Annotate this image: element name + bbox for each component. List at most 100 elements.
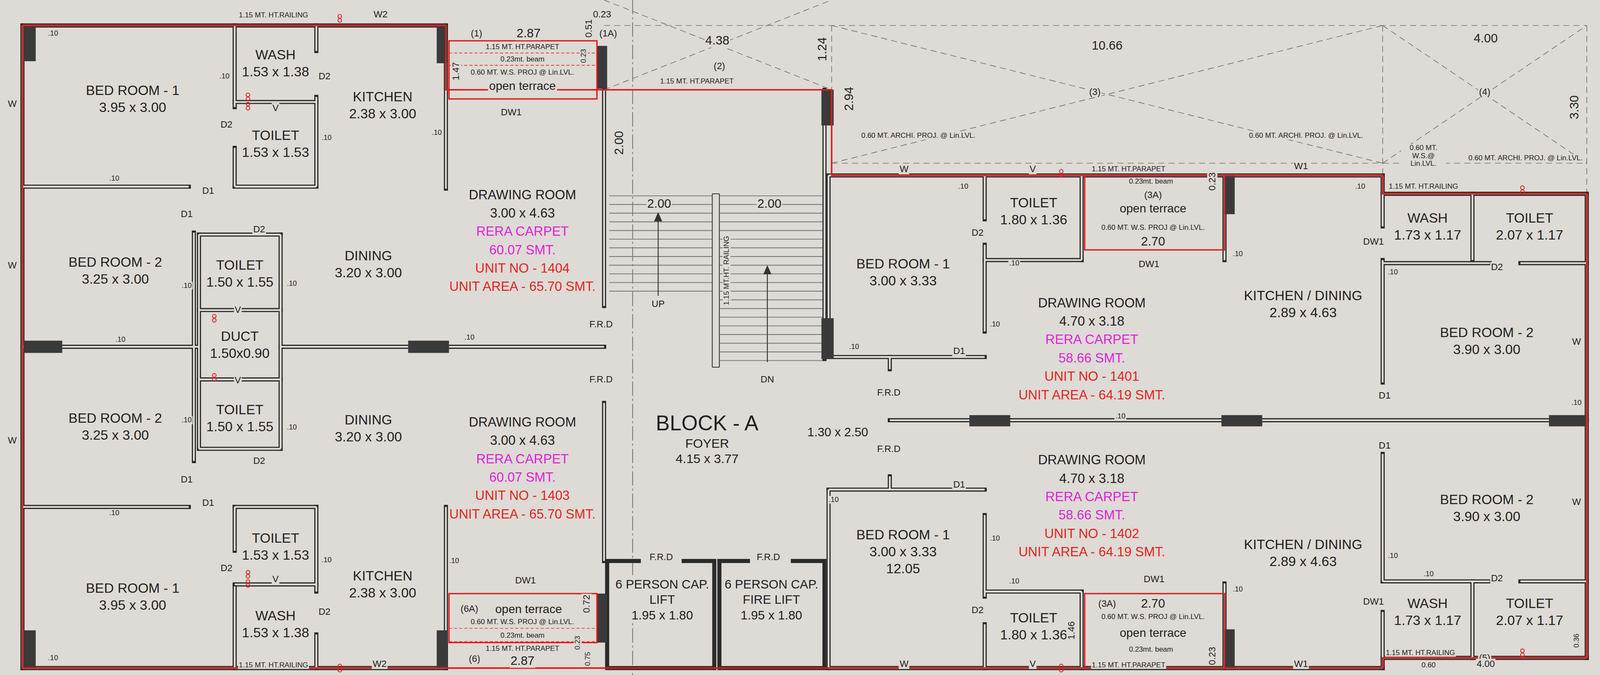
structural-column bbox=[408, 340, 449, 353]
plan-annotation: 1.15 MT. HT.RAILING bbox=[1384, 648, 1456, 658]
projection-guide bbox=[604, 0, 832, 90]
plan-annotation: V bbox=[233, 375, 242, 386]
dimension-label: 2.87 bbox=[509, 654, 535, 669]
fixture-mark bbox=[246, 92, 250, 101]
room-name: BED ROOM - 2 bbox=[67, 409, 164, 427]
stair-tread bbox=[609, 212, 713, 214]
room-label: TOILET1.80 x 1.36 bbox=[998, 609, 1069, 644]
room-detail: 1.53 x 1.53 bbox=[240, 143, 311, 161]
room-detail: 2.38 x 3.00 bbox=[347, 584, 418, 602]
room-name: DUCT bbox=[219, 327, 261, 345]
room-detail: 4.70 x 3.18 bbox=[1057, 312, 1126, 331]
beam-line bbox=[448, 52, 597, 54]
plan-annotation: V bbox=[1028, 659, 1037, 670]
foyer-label: BLOCK - AFOYER4.15 x 3.77 bbox=[654, 411, 760, 467]
wall-outline bbox=[232, 148, 237, 187]
plan-annotation: W bbox=[7, 98, 18, 110]
plan-annotation: 4.00 bbox=[1475, 659, 1496, 670]
projection-guide bbox=[831, 25, 832, 90]
plan-annotation: V bbox=[1028, 164, 1037, 175]
wall-outline bbox=[232, 586, 237, 669]
room-detail: 12.05 bbox=[884, 560, 922, 578]
room-label: TOILET2.07 x 1.17 bbox=[1494, 595, 1565, 630]
wall-outline bbox=[278, 234, 283, 449]
dimension-label: 10.66 bbox=[1090, 39, 1124, 53]
fixture-ring bbox=[212, 318, 217, 323]
plan-annotation: .10 bbox=[1387, 268, 1399, 277]
wall-outline bbox=[314, 97, 319, 188]
plan-annotation: 0.23 bbox=[573, 634, 582, 651]
stair-railing bbox=[711, 193, 713, 368]
plan-annotation: 1.15 MT. HT.PARAPET bbox=[659, 77, 735, 86]
stair-tread bbox=[719, 221, 825, 223]
wall-outline bbox=[196, 234, 202, 449]
room-detail: UNIT AREA - 64.19 SMT. bbox=[1017, 542, 1167, 562]
terrace-label: open terrace bbox=[487, 78, 557, 94]
room-name: TOILET bbox=[250, 529, 301, 547]
wall-core bbox=[22, 506, 189, 508]
room-detail: 3.25 x 3.00 bbox=[80, 426, 151, 444]
room-name: open terrace bbox=[1118, 625, 1188, 641]
room-label: DINING3.20 x 3.00 bbox=[333, 247, 403, 282]
room-name: BED ROOM - 1 bbox=[84, 579, 181, 597]
fixture-ring bbox=[246, 583, 250, 588]
plan-annotation: D2 bbox=[252, 224, 266, 235]
wall-outline bbox=[984, 589, 1082, 594]
room-name: TOILET bbox=[1008, 609, 1059, 627]
room-label: BED ROOM - 13.95 x 3.00 bbox=[84, 579, 181, 614]
plan-annotation: (2) bbox=[713, 61, 727, 72]
plan-annotation: 1.15 MT. HT.RAILING bbox=[1387, 182, 1459, 191]
structural-column bbox=[1224, 629, 1235, 669]
plan-annotation: .10 bbox=[180, 416, 193, 425]
wall-outline bbox=[191, 232, 196, 347]
stair-tread-group bbox=[609, 195, 825, 361]
wall-outline bbox=[887, 357, 893, 370]
wall-outline bbox=[234, 184, 317, 189]
wall-core bbox=[603, 402, 605, 562]
stair-tread bbox=[719, 308, 825, 310]
room-detail: 1.53 x 1.53 bbox=[240, 546, 311, 564]
room-detail: 3.00 x 3.33 bbox=[868, 543, 938, 561]
fixture-ring bbox=[338, 668, 342, 673]
stair-tread bbox=[719, 247, 825, 249]
room-label: KITCHEN / DINING2.89 x 4.63 bbox=[1242, 536, 1364, 571]
wall-outline bbox=[982, 515, 988, 597]
plan-annotation: F.R.D bbox=[876, 443, 902, 454]
wall-core-group bbox=[22, 25, 1587, 669]
structural-column bbox=[1549, 415, 1587, 427]
plan-annotation: 0.60 MT. W.S. PROJ @ Lin.LVL. bbox=[469, 68, 576, 77]
room-name: BED ROOM - 2 bbox=[1438, 324, 1535, 342]
wall-core bbox=[193, 232, 195, 347]
plan-annotation: .10 bbox=[1231, 585, 1244, 594]
plan-annotation: D1 bbox=[952, 479, 966, 490]
room-detail: 3.90 x 3.00 bbox=[1451, 508, 1522, 526]
room-name: KITCHEN bbox=[351, 88, 414, 106]
room-detail: 3.00 x 4.63 bbox=[488, 204, 557, 223]
plan-annotation: UP bbox=[650, 299, 666, 310]
dimension-label: 2.00 bbox=[612, 130, 627, 156]
fixture-mark bbox=[1059, 169, 1064, 178]
room-label: KITCHEN2.38 x 3.00 bbox=[347, 88, 418, 123]
plan-annotation: 1.15 MT. HT.RAILING bbox=[237, 661, 309, 670]
room-label: BED ROOM - 13.95 x 3.00 bbox=[84, 81, 181, 116]
stair-tread bbox=[719, 316, 825, 318]
room-label: WASH1.53 x 1.38 bbox=[240, 607, 311, 642]
stair-tread bbox=[609, 221, 713, 223]
plan-annotation: 0.60 MT. ARCHI. PROJ. @ Lin.LVL. bbox=[860, 131, 977, 140]
stair-tread bbox=[719, 334, 825, 336]
plan-annotation: D1 bbox=[179, 209, 194, 220]
plan-annotation: .10 bbox=[1008, 577, 1021, 586]
wall-outline bbox=[982, 244, 988, 332]
room-detail: UNIT AREA - 64.19 SMT. bbox=[1017, 385, 1167, 404]
room-name: open terrace bbox=[493, 601, 563, 617]
room-name: DINING bbox=[343, 247, 394, 265]
wall-core bbox=[889, 357, 891, 370]
stair-tread bbox=[609, 273, 713, 275]
fixture-ring bbox=[338, 14, 342, 19]
wall-core bbox=[198, 234, 200, 449]
room-label: BED ROOM - 23.90 x 3.00 bbox=[1438, 491, 1535, 526]
plan-annotation: .10 bbox=[285, 279, 298, 288]
plan-annotation: .10 bbox=[989, 534, 1002, 543]
fixture-ring bbox=[246, 574, 250, 579]
room-detail: 1.50 x 1.55 bbox=[204, 273, 275, 291]
